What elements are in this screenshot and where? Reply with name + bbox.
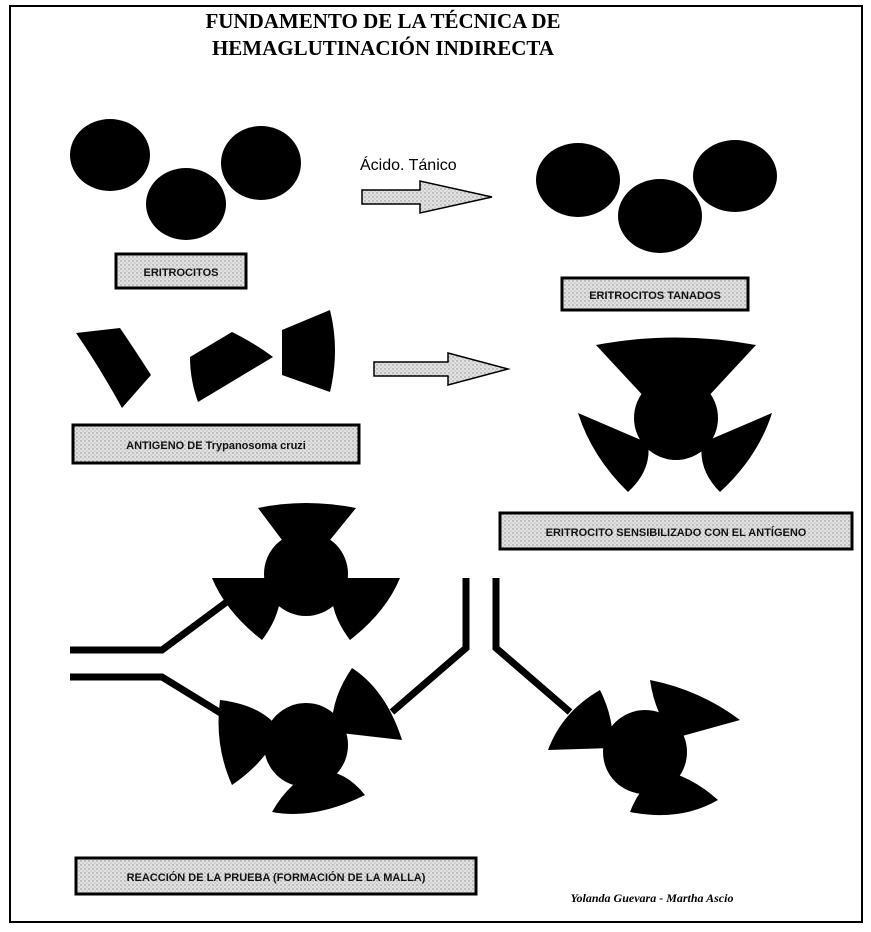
title-line-1: FUNDAMENTO DE LA TÉCNICA DE [205,9,560,33]
title-line-2: HEMAGLUTINACIÓN INDIRECTA [212,36,555,60]
label-tanned: ERITROCITOS TANADOS [589,290,721,302]
arrow-tanning [361,180,493,214]
label-reaction-box [74,856,478,896]
label-sensitized-box [498,511,854,551]
arrow-sensitizing [373,352,511,386]
tanned-erythrocytes-group [536,140,777,253]
label-erythrocytes-box [114,252,248,290]
label-sensitized: ERITROCITO SENSIBILIZADO CON EL ANTÍGENO [546,526,807,539]
complex-upper [212,503,400,640]
antibody-lines [70,578,573,723]
complex-right [548,680,740,816]
sensitized-erythrocyte [578,337,772,492]
label-antigen: ANTIGENO DE Trypanosoma cruzi [126,440,306,452]
tannic-acid-label: Ácido. Tánico [360,155,457,174]
label-reaction: REACCIÓN DE LA PRUEBA (FORMACIÓN DE LA M… [127,871,426,884]
label-antigen-box [71,423,361,465]
antigen-fragments-group [76,310,335,408]
label-erythrocytes: ERITROCITOS [144,267,219,279]
erythrocytes-group [70,119,301,240]
page-border [9,5,863,923]
complex-lower [218,668,402,814]
author-credit: Yolanda Guevara - Martha Ascio [571,891,734,905]
label-tanned-box [560,276,750,312]
